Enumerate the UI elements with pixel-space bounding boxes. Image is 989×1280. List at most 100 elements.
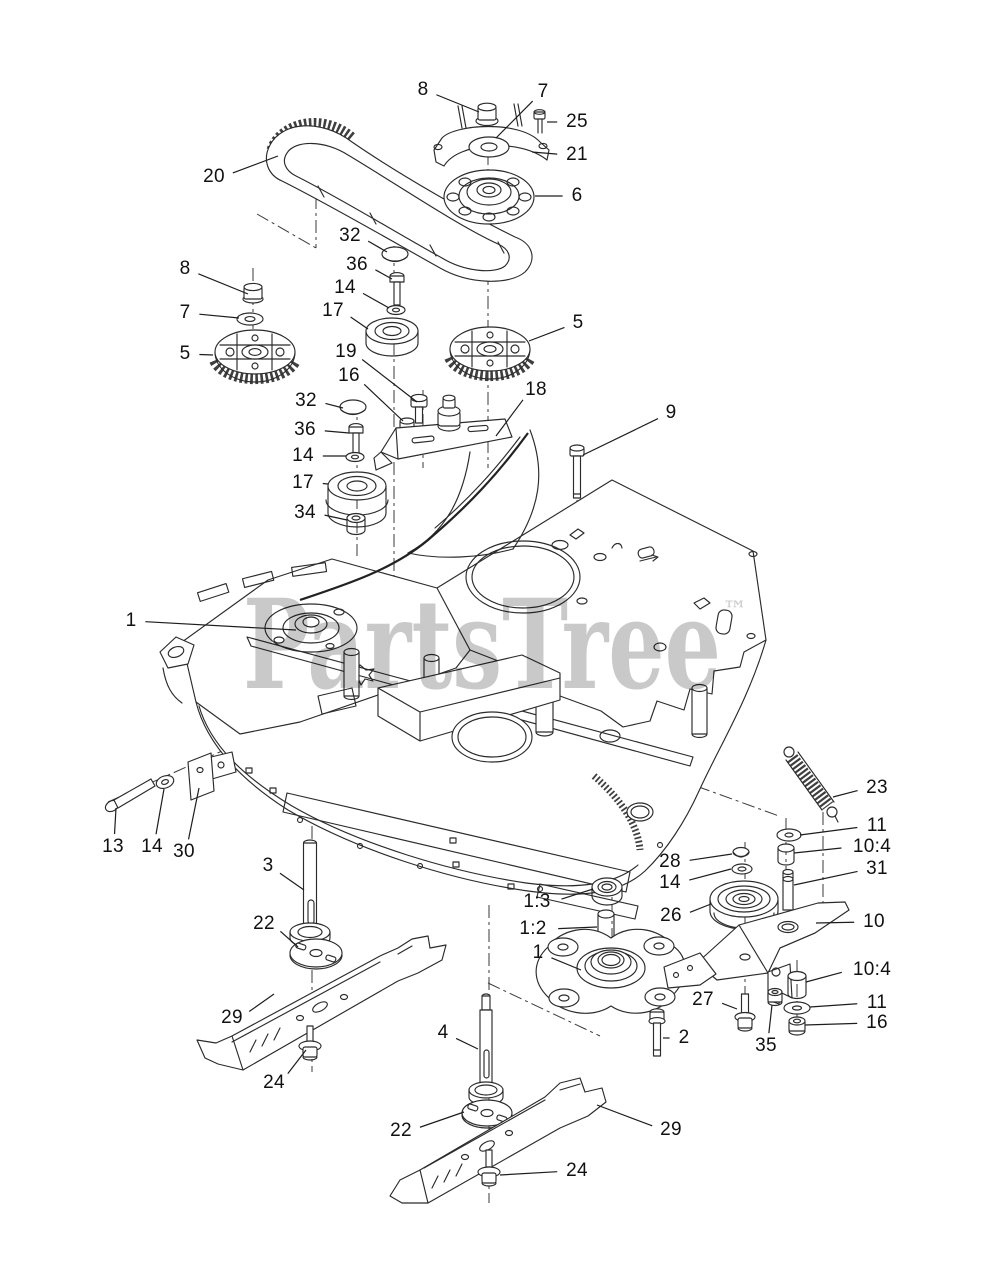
nut-8-left	[243, 283, 263, 303]
cog-pulley-5-right	[450, 327, 530, 379]
shaft-3	[290, 840, 330, 947]
callout-label-36: 36	[346, 254, 368, 275]
watermark: PartsTree ™	[243, 573, 747, 718]
washer-7-left	[237, 313, 263, 325]
blade-bolt-24-left	[299, 1026, 321, 1060]
left-blade-assembly	[197, 840, 446, 1070]
callout-leader-35	[768, 1004, 773, 1034]
baffle	[378, 655, 560, 741]
washer-11-lower	[784, 1002, 810, 1014]
spacer-10-4-lower	[788, 972, 806, 999]
callout-leader-16	[363, 383, 404, 422]
bolt-9	[570, 445, 584, 498]
idler-stack-upper	[366, 247, 418, 356]
idler-pulley-26	[710, 881, 778, 929]
washer-14-lower	[346, 453, 364, 462]
bearing-1-3	[592, 878, 622, 905]
watermark-trademark: ™	[723, 596, 747, 624]
drive-belt	[266, 123, 532, 281]
belt-cover-hump	[300, 430, 539, 600]
callout-leader-19	[361, 359, 418, 403]
left-hardware	[103, 753, 214, 814]
callout-label-6: 6	[571, 185, 583, 206]
callout-leader-34	[324, 514, 348, 521]
callout-leader-10:4	[805, 971, 843, 983]
callout-leader-7	[495, 100, 534, 139]
callout-label-16: 16	[338, 365, 360, 386]
spring-23	[784, 747, 838, 822]
washer-14-right	[732, 864, 752, 874]
nut-35	[768, 989, 782, 1006]
bolt-2	[649, 1009, 665, 1056]
callout-leader-28	[689, 853, 733, 861]
callout-label-4: 4	[437, 1022, 449, 1043]
callout-label-24: 24	[566, 1160, 588, 1181]
callout-label-28: 28	[659, 851, 681, 872]
callout-label-17: 17	[292, 472, 314, 493]
callout-label-1: 1	[125, 610, 137, 631]
nut-8-top	[476, 103, 498, 125]
callout-label-30: 30	[173, 841, 195, 862]
callout-label-1:3: 1:3	[523, 891, 551, 912]
callout-leader-14	[689, 868, 732, 881]
plate-30	[188, 753, 214, 800]
callout-leader-22	[419, 1111, 465, 1128]
callout-leader-3	[279, 872, 305, 891]
callout-label-7: 7	[179, 302, 191, 323]
callout-label-29: 29	[221, 1007, 243, 1028]
callout-leader-31	[793, 870, 858, 886]
callout-label-25: 25	[566, 111, 588, 132]
callout-label-29: 29	[660, 1119, 682, 1140]
left-cog-pulley-stack	[215, 283, 295, 382]
callout-label-32: 32	[295, 390, 317, 411]
callout-label-24: 24	[263, 1072, 285, 1093]
callout-leader-11	[799, 826, 858, 836]
callout-leader-32	[367, 240, 388, 253]
callout-label-5: 5	[179, 343, 191, 364]
callout-leader-1:3	[561, 888, 594, 900]
callout-leader-16	[804, 1022, 858, 1026]
callout-leader-20	[232, 155, 279, 174]
callout-leader-4	[455, 1037, 479, 1050]
callout-leader-36	[375, 269, 393, 280]
callout-leader-10:4	[793, 847, 842, 854]
callout-label-1:2: 1:2	[519, 918, 547, 939]
callout-label-14: 14	[141, 836, 163, 857]
callout-leader-24	[499, 1171, 558, 1176]
callout-leader-18	[495, 399, 524, 437]
callout-label-5: 5	[572, 312, 584, 333]
callout-label-7: 7	[537, 81, 549, 102]
callout-leader-29	[596, 1104, 653, 1127]
blade-29-left	[197, 936, 446, 1070]
pulley-6	[444, 170, 534, 224]
blade-29-bottom	[390, 1078, 606, 1203]
callout-leader-7	[199, 313, 240, 319]
callout-leader-22	[280, 930, 299, 948]
bottom-blade-assembly	[390, 994, 606, 1203]
blade-driver-22-left	[290, 939, 342, 969]
callout-label-35: 35	[755, 1035, 777, 1056]
callout-label-17: 17	[322, 300, 344, 321]
callout-leader-30	[187, 787, 200, 840]
callout-leader-29	[248, 993, 275, 1013]
callout-label-10:4: 10:4	[852, 836, 892, 857]
idler-bracket-10	[664, 902, 849, 1004]
callout-label-3: 3	[262, 855, 274, 876]
callout-label-8: 8	[417, 79, 429, 100]
callout-label-19: 19	[335, 341, 357, 362]
callout-label-36: 36	[294, 419, 316, 440]
installed-spindle-1	[265, 604, 357, 652]
tension-arm-assembly	[434, 103, 549, 166]
watermark-text: PartsTree	[243, 573, 721, 718]
bolt-13	[103, 779, 155, 814]
callout-label-31: 31	[866, 858, 888, 879]
callout-label-10: 10	[863, 911, 885, 932]
callout-leader-13	[113, 807, 117, 835]
callout-label-26: 26	[660, 905, 682, 926]
washer-14-left-lower	[154, 773, 175, 790]
pin-31	[783, 870, 793, 911]
callout-leader-10	[815, 921, 855, 924]
callout-leader-1	[551, 957, 582, 971]
callout-label-14: 14	[334, 277, 356, 298]
